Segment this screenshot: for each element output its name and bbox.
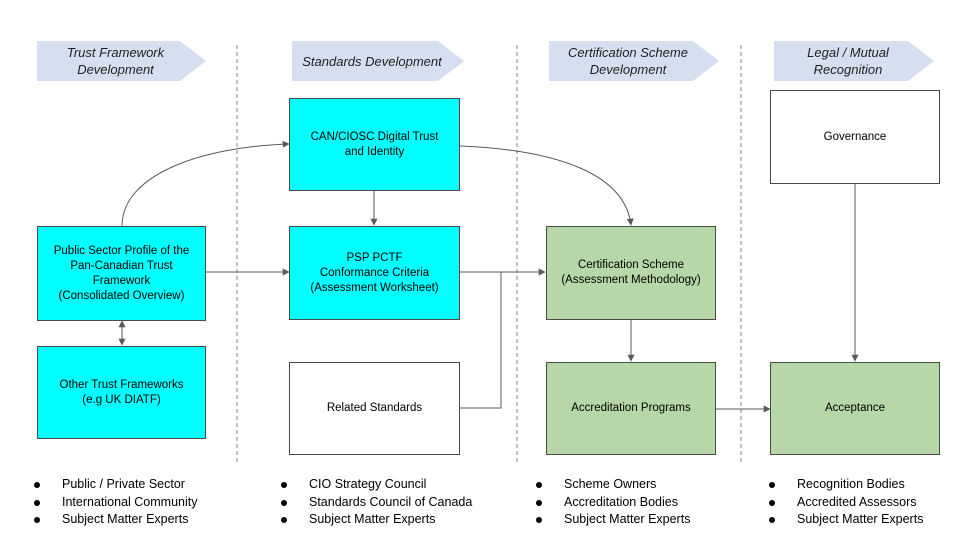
stakeholder-item: International Community [32,494,197,512]
stakeholder-item: Accredited Assessors [767,494,923,512]
box-accreditation-programs: Accreditation Programs [546,362,716,455]
stakeholder-item: Subject Matter Experts [767,511,923,529]
phase-legal-recognition: Legal / Mutual Recognition [774,41,934,81]
box-can-ciosc: CAN/CIOSC Digital Trust and Identity [289,98,460,191]
box-certification-scheme: Certification Scheme (Assessment Methodo… [546,226,716,320]
stakeholders-trust-framework: Public / Private Sector International Co… [32,476,197,529]
phase-label: Trust Framework Development [66,45,165,77]
stakeholders-standards: CIO Strategy Council Standards Council o… [279,476,472,529]
box-other-frameworks: Other Trust Frameworks (e.g UK DIATF) [37,346,206,439]
phase-label: Legal / Mutual Recognition [807,45,889,77]
phase-trust-framework: Trust Framework Development [37,41,206,81]
box-governance: Governance [770,90,940,184]
connector-related-standards [460,272,502,409]
phase-standards: Standards Development [292,41,464,81]
stakeholders-legal-recognition: Recognition Bodies Accredited Assessors … [767,476,923,529]
box-acceptance: Acceptance [770,362,940,455]
stakeholder-item: CIO Strategy Council [279,476,472,494]
stakeholder-item: Subject Matter Experts [534,511,690,529]
connector-ciosc-to-scheme [459,145,634,226]
stakeholder-item: Scheme Owners [534,476,690,494]
stakeholder-item: Public / Private Sector [32,476,197,494]
stakeholder-item: Recognition Bodies [767,476,923,494]
phase-label: Certification Scheme Development [568,45,688,77]
phase-label: Standards Development [302,53,442,69]
stakeholder-item: Standards Council of Canada [279,494,472,512]
phase-certification-scheme: Certification Scheme Development [549,41,719,81]
stakeholders-certification-scheme: Scheme Owners Accreditation Bodies Subje… [534,476,690,529]
stakeholder-item: Subject Matter Experts [32,511,197,529]
box-public-sector-profile: Public Sector Profile of the Pan-Canadia… [37,226,206,321]
connector-profile-to-ciosc [121,140,290,227]
stakeholder-item: Subject Matter Experts [279,511,472,529]
stakeholder-item: Accreditation Bodies [534,494,690,512]
box-psp-pctf: PSP PCTF Conformance Criteria (Assessmen… [289,226,460,320]
box-related-standards: Related Standards [289,362,460,455]
